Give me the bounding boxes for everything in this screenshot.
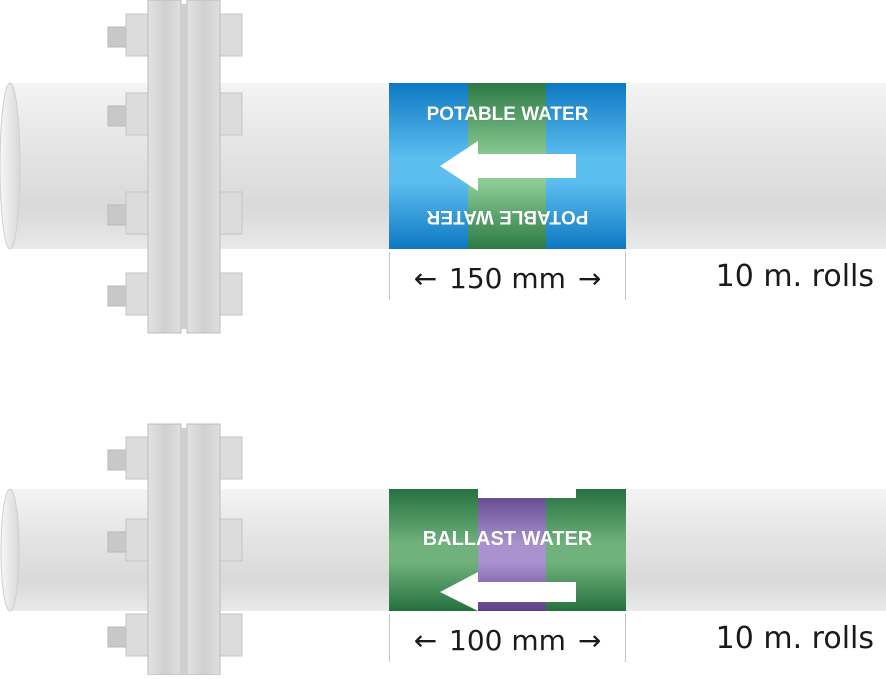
marker-label-text: BALLAST WATER (422, 527, 593, 550)
bolt (107, 613, 243, 657)
flange-top (107, 0, 243, 334)
arrow-left-icon: ← (413, 261, 438, 295)
bolt (107, 92, 243, 136)
arrow-left-icon: ← (413, 623, 438, 657)
flange-bottom (107, 423, 243, 676)
flow-arrow-top-icon (440, 489, 576, 498)
marker-label-bottom-inverted: POTABLE WATER (389, 199, 626, 233)
rolls-text-top: 10 m. rolls (715, 259, 874, 294)
marker-label-text: POTABLE WATER (426, 206, 589, 227)
arrow-right-icon: → (577, 623, 602, 657)
marker-label-top: POTABLE WATER (389, 98, 626, 132)
rolls-text-bottom: 10 m. rolls (715, 621, 874, 656)
width-dimension-top: ← 150 mm → (389, 258, 626, 298)
arrow-right-icon: → (577, 261, 602, 295)
marker-label-text: POTABLE WATER (426, 104, 589, 125)
width-value: 100 mm (449, 623, 566, 657)
flow-arrow-left-icon (440, 572, 576, 611)
marker-label-top: BALLAST WATER (389, 522, 626, 556)
width-dimension-bottom: ← 100 mm → (389, 620, 626, 660)
potable-water-marker (389, 83, 626, 249)
bolt (107, 518, 243, 562)
width-value: 150 mm (449, 261, 566, 295)
ballast-water-marker (389, 489, 626, 611)
flow-arrow-left-icon (440, 141, 576, 191)
